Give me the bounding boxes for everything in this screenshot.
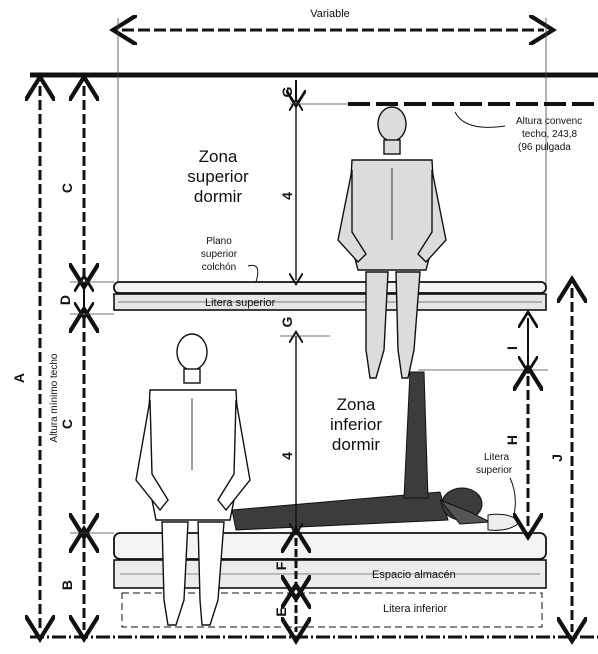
lower-zone-line-2: inferior xyxy=(330,415,382,434)
upper-zone-line-1: Zona xyxy=(199,147,238,166)
upper-sitting-figure xyxy=(337,106,447,379)
upper-bunk-callout-line-1: Litera xyxy=(484,452,509,463)
mattress-plane-leader xyxy=(247,264,259,283)
lower-reclining-figure xyxy=(231,371,492,531)
mattress-plane-line-2: superior xyxy=(201,249,238,260)
width-label: Variable xyxy=(310,8,350,20)
ceiling-note-line-1: Altura convenc xyxy=(516,116,582,127)
dimension-b-letter: B xyxy=(59,580,75,590)
upper-bunk-label: Litera superior xyxy=(205,297,276,309)
lower-bunk-label: Litera inferior xyxy=(383,603,448,615)
dimension-e-letter: E xyxy=(273,607,289,616)
upper-bunk-callout-line-2: superior xyxy=(476,465,513,476)
lower-zone-line-3: dormir xyxy=(332,435,381,454)
ceiling-note-line-3: (96 pulgada xyxy=(518,142,571,153)
dimension-i-letter: I xyxy=(504,346,520,350)
dimension-g-upper-letter: G xyxy=(279,86,295,97)
upper-zone-line-3: dormir xyxy=(194,187,243,206)
dimension-c-upper-letter: C xyxy=(59,183,75,193)
ceiling-note-leader xyxy=(454,111,506,128)
upper-zone-line-2: superior xyxy=(187,167,249,186)
pillow xyxy=(487,513,521,531)
mattress-plane-line-1: Plano xyxy=(206,236,232,247)
dimension-j-letter: J xyxy=(549,454,565,462)
dimension-d-letter: D xyxy=(57,295,73,305)
min-ceiling-label: Altura mínimo techo xyxy=(49,353,60,442)
upper-mattress xyxy=(113,281,547,294)
upper-bunk-callout-leader xyxy=(509,477,516,516)
dimension-a-letter: A xyxy=(11,373,27,383)
dimension-4-lower-label: 4 xyxy=(279,452,295,460)
lower-bunk-outline xyxy=(121,592,543,628)
dimension-g-lower-letter: G xyxy=(279,316,295,327)
dimension-c-lower-letter: C xyxy=(59,419,75,429)
mattress-plane-line-3: colchón xyxy=(202,262,236,273)
dimension-h-letter: H xyxy=(504,435,520,445)
storage-label: Espacio almacén xyxy=(372,569,456,581)
dimension-4-upper-label: 4 xyxy=(279,192,295,200)
lower-sitting-figure xyxy=(135,333,251,626)
lower-zone-line-1: Zona xyxy=(337,395,376,414)
ceiling-note-line-2: techo, 243,8 xyxy=(522,129,577,140)
dimension-f-letter: F xyxy=(273,561,289,570)
